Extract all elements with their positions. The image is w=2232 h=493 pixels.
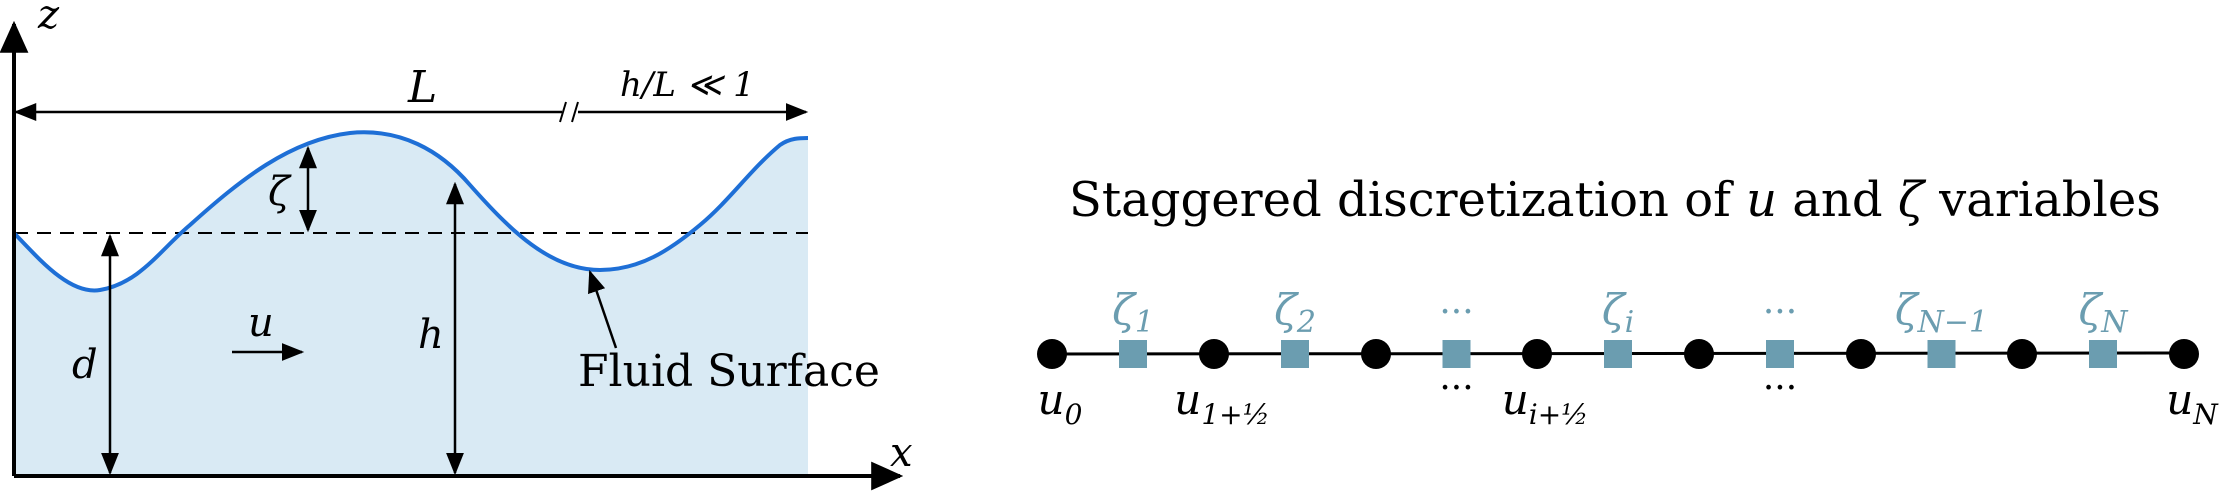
surface-pointer-arrow [588,269,618,349]
u-label-5: uN [2166,375,2219,431]
break-mark-1 [559,101,567,123]
u-node [1199,339,1229,369]
zeta-square [1442,340,1471,368]
fluid-surface-curve [12,130,809,293]
u-label-1: u1+½ [1174,375,1269,431]
zeta-label-0: ζ1 [1112,285,1154,340]
x-axis-label: x [890,430,913,476]
zeta-label-6: ζN [2078,285,2129,340]
fluid-diagram: z x L h/L ≪ 1 ζ d h u Fluid Surface [0,0,913,491]
u-node [1522,339,1552,369]
zeta-label: ζ [268,169,292,215]
height-label: h [418,312,444,358]
break-mark-2 [571,101,579,123]
zeta-label-2: ··· [1439,292,1473,333]
u-label-4: ··· [1763,368,1797,409]
zeta-square [2089,340,2117,368]
zeta-square [1927,340,1956,368]
u-label-0: u0 [1038,375,1083,431]
u-node [2169,339,2199,369]
u-label-2: ··· [1439,368,1473,409]
discretization-diagram: Staggered discretization of u and ζ vari… [1037,172,2219,431]
u-label-3: ui+½ [1502,375,1589,431]
zeta-square [1604,340,1632,368]
zeta-square [1766,340,1794,368]
zeta-label-1: ζ2 [1274,285,1316,340]
u-node [1684,339,1714,369]
zeta-label-3: ζi [1602,285,1634,340]
u-node [1361,339,1391,369]
zeta-label-5: ζN−1 [1895,285,1988,340]
u-node [1037,339,1067,369]
u-node [2007,339,2037,369]
u-node [1846,339,1876,369]
fluid-body [14,132,808,477]
discretization-title: Staggered discretization of u and ζ vari… [1069,172,2161,228]
zeta-square [1119,340,1147,368]
depth-label: d [72,342,98,388]
z-axis-label: z [37,0,60,38]
surface-label: Fluid Surface [578,346,880,397]
length-label: L [407,62,437,113]
ratio-label: h/L ≪ 1 [620,65,755,105]
zeta-square [1281,340,1309,368]
velocity-label: u [248,300,274,346]
grid-marks: ζ1 ζ2 ··· ζi ··· ζN−1 ζN u0 u1+½ ··· ui+½ ··· uN [1037,285,2219,431]
zeta-label-4: ··· [1763,292,1797,333]
